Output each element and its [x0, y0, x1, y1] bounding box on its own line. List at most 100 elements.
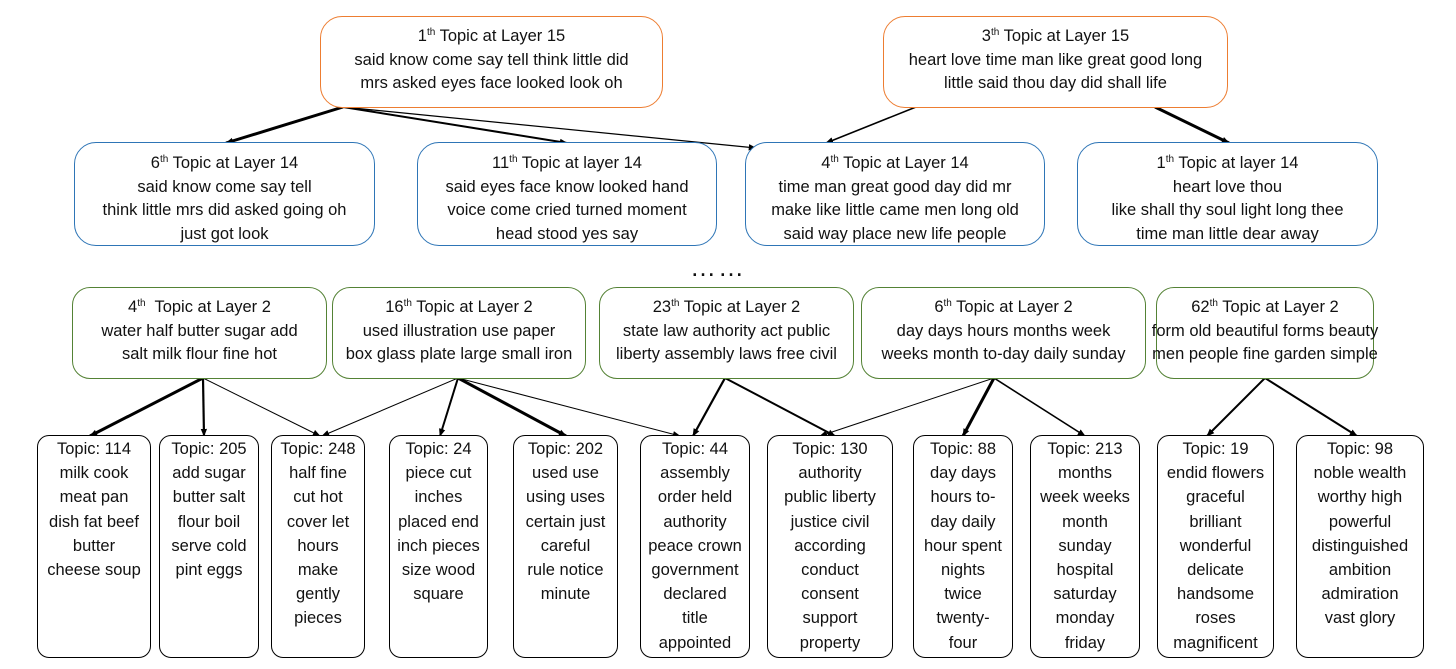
edge-l2-4-to-t114	[89, 376, 204, 438]
topic-word: property	[799, 633, 861, 652]
topic-word: cheese soup	[47, 561, 141, 580]
node-words: said know come say tell think little did	[354, 50, 629, 69]
topic-title: Topic: 24	[405, 440, 472, 458]
topic-word: public liberty	[784, 488, 876, 507]
topic-word: butter salt	[172, 488, 246, 507]
topic-word: minute	[540, 585, 591, 604]
topic-word: hours	[297, 536, 339, 555]
node-words: said eyes face know looked hand	[445, 177, 689, 196]
node-words: mrs asked eyes face looked look oh	[360, 74, 623, 92]
node-words: day days hours months week	[896, 321, 1111, 340]
edge-l2-16-to-t44	[457, 377, 681, 438]
topic-word: twenty-	[936, 609, 990, 628]
topic-word: week weeks	[1040, 488, 1130, 507]
ellipsis: ……	[690, 252, 746, 282]
edge-l2-62-to-t19	[1206, 377, 1266, 437]
topic-word: wonderful	[1179, 536, 1252, 555]
node-words: salt milk flour fine hot	[122, 345, 277, 363]
node-words: make like little came men long old	[771, 201, 1019, 219]
topic-word: distinguished	[1311, 536, 1409, 555]
edge-l2-6-to-t88	[961, 377, 996, 437]
node-words: water half butter sugar add	[101, 321, 298, 340]
node-title: 4th Topic at Layer 14	[821, 154, 969, 172]
topic-word: monday	[1055, 609, 1115, 628]
edge-l2-16-to-t24	[439, 377, 459, 437]
topic-word: milk cook	[59, 464, 129, 483]
edge-l2-23-to-t44	[692, 377, 726, 437]
edge-l2-6-to-t213	[993, 377, 1086, 437]
topic-word: assembly	[660, 464, 730, 483]
node-words: men people fine garden simple	[1152, 345, 1378, 363]
layer15-topic-3: 3th Topic at Layer 15 heart love time ma…	[883, 16, 1228, 108]
topic-word: justice civil	[790, 512, 870, 531]
topic-word: dish fat beef	[49, 512, 139, 531]
topic-word: delicate	[1187, 561, 1244, 580]
topic-word: size wood	[401, 561, 476, 580]
topic-word: hours to-	[930, 488, 996, 507]
node-words: just got look	[180, 224, 269, 243]
layer2-topic-23: 23th Topic at Layer 2 state law authorit…	[599, 287, 854, 379]
topic-title: Topic: 213	[1047, 440, 1123, 458]
node-words: heart love thou	[1172, 177, 1283, 196]
edge-l2-23-to-t130	[724, 377, 836, 437]
topic-title: Topic: 98	[1326, 440, 1394, 458]
topic-word: conduct	[801, 561, 859, 580]
node-words: think little mrs did asked going oh	[102, 201, 347, 219]
layer14-topic-1: 1th Topic at layer 14 heart love thou li…	[1077, 142, 1378, 246]
edge-l2-16-to-t248	[321, 377, 459, 437]
node-title: 1th Topic at Layer 15	[417, 27, 566, 45]
topic-word: graceful	[1186, 488, 1245, 507]
topic-202-box: Topic: 202 used use using uses certain j…	[513, 435, 618, 658]
topic-word: brilliant	[1189, 512, 1242, 531]
topic-word: powerful	[1328, 512, 1392, 531]
topic-word: roses	[1195, 609, 1236, 628]
node-title: 62th Topic at Layer 2	[1191, 298, 1339, 316]
node-words: box glass plate large small iron	[345, 345, 573, 363]
topic-word: magnificent	[1173, 633, 1258, 652]
layer14-topic-11: 11th Topic at layer 14 said eyes face kn…	[417, 142, 717, 246]
topic-word: worthy high	[1317, 488, 1403, 507]
layer14-topic-4: 4th Topic at Layer 14 time man great goo…	[745, 142, 1045, 246]
node-words: form old beautiful forms beauty	[1151, 321, 1379, 340]
topic-word: twice	[944, 585, 982, 604]
topic-word: cut hot	[293, 488, 343, 507]
layer2-topic-16: 16th Topic at Layer 2 used illustration …	[332, 287, 586, 379]
topic-205-box: Topic: 205 add sugar butter salt flour b…	[159, 435, 259, 658]
topic-word: support	[802, 609, 858, 628]
topic-word: piece cut	[405, 464, 472, 483]
node-words: time man great good day did mr	[778, 177, 1012, 196]
topic-word: nights	[940, 561, 986, 580]
topic-word: rule notice	[527, 561, 604, 580]
topic-word: pieces	[294, 609, 342, 628]
node-title: 4th Topic at Layer 2	[128, 298, 271, 316]
topic-word: noble wealth	[1313, 464, 1407, 483]
node-words: state law authority act public	[622, 321, 831, 340]
topic-word: declared	[663, 585, 727, 604]
topic-word: title	[682, 609, 708, 628]
topic-word: friday	[1064, 633, 1106, 652]
topic-word: government	[651, 561, 739, 580]
topic-word: butter	[72, 536, 116, 555]
layer15-topic-1: 1th Topic at Layer 15 said know come say…	[320, 16, 663, 108]
edge-l15-3-to-l14-1	[1154, 105, 1230, 145]
node-words: said way place new life people	[783, 224, 1007, 243]
topic-word: add sugar	[172, 464, 246, 483]
node-words: time man little dear away	[1136, 224, 1319, 243]
topic-130-box: Topic: 130 authority public liberty just…	[767, 435, 893, 658]
topic-word: order held	[657, 488, 733, 507]
topic-word: according	[794, 536, 866, 555]
topic-word: inches	[414, 488, 463, 507]
node-title: 6th Topic at Layer 14	[150, 154, 299, 172]
topic-word: half fine	[289, 464, 347, 483]
topic-19-box: Topic: 19 endid flowers graceful brillia…	[1157, 435, 1274, 658]
edge-l2-16-to-t202	[457, 376, 567, 438]
edge-l15-1-to-l14-6	[225, 105, 344, 145]
topic-word: careful	[540, 536, 591, 555]
node-words: used illustration use paper	[362, 321, 556, 340]
node-title: 1th Topic at layer 14	[1156, 154, 1299, 172]
node-words: voice come cried turned moment	[447, 201, 687, 219]
topic-88-box: Topic: 88 day days hours to- day daily h…	[913, 435, 1013, 658]
node-words: head stood yes say	[495, 224, 639, 243]
topic-word: serve cold	[171, 536, 247, 555]
